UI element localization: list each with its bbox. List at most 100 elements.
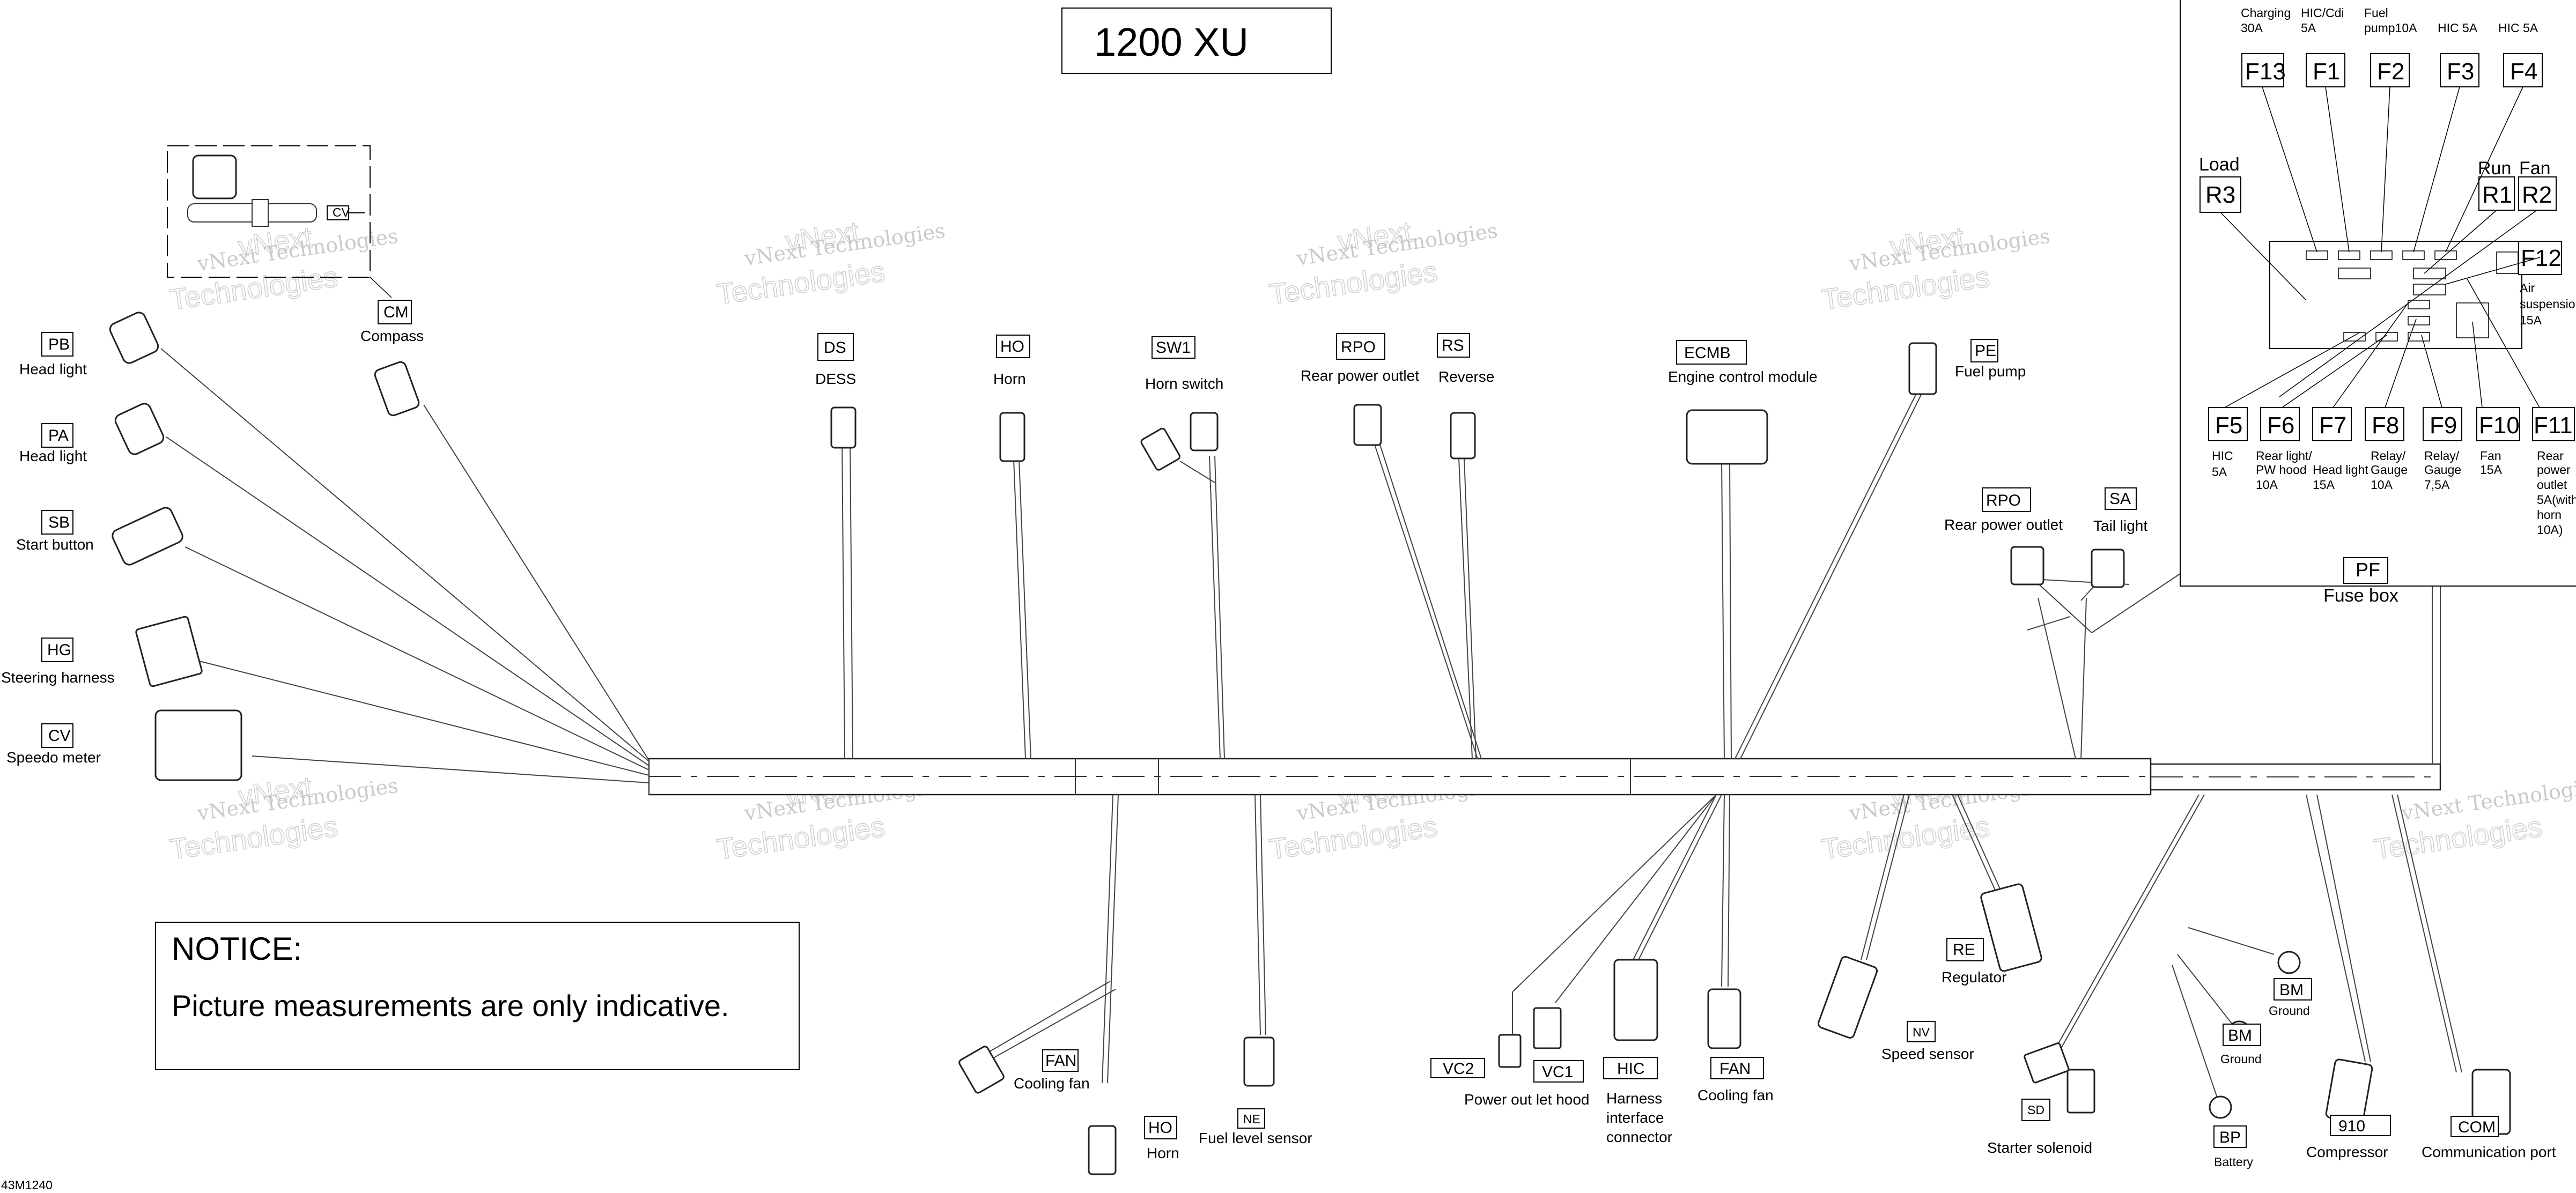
fuse-f6: F6 <box>2267 412 2294 439</box>
fuse-f10-desc-line2: 15A <box>2480 463 2503 477</box>
fuse-f10: F10 <box>2479 412 2520 439</box>
relay-r1: R1 <box>2482 182 2512 208</box>
label-ds: DESS <box>815 371 856 387</box>
notice-text: Picture measurements are only indicative… <box>172 989 729 1022</box>
fuse-f8-desc-line3: 10A <box>2371 478 2393 492</box>
fuse-f5: F5 <box>2215 412 2242 439</box>
connector-fan-bottom-icon <box>958 1046 1005 1094</box>
label-bp: Battery <box>2214 1155 2253 1169</box>
code-bm1: BM <box>2279 981 2304 999</box>
fuse-f9-desc-line2: Gauge <box>2424 463 2461 477</box>
code-vc2: VC2 <box>1443 1060 1474 1078</box>
label-pb: Head light <box>19 361 87 377</box>
code-pb: PB <box>48 336 70 353</box>
connector-sb-icon <box>112 507 183 566</box>
connector-sa-icon <box>2091 549 2125 588</box>
connector-ecmb-icon <box>1686 409 1768 465</box>
label-cm: Compass <box>360 328 424 344</box>
wires <box>160 348 2462 1100</box>
code-bp: BP <box>2219 1129 2241 1146</box>
fuse-f1-desc-line1: HIC/Cdi <box>2301 6 2344 20</box>
left-labels: PB Head light PA Head light SB Start but… <box>1 300 424 766</box>
code-vc1: VC1 <box>1542 1063 1573 1081</box>
connector-sd-icon <box>2024 1042 2070 1084</box>
connector-vc2-icon <box>1498 1034 1522 1068</box>
fuse-f3-desc: HIC 5A <box>2438 21 2478 35</box>
connector-pb-icon <box>109 312 159 364</box>
fuse-f6-desc-line3: 10A <box>2256 478 2278 492</box>
connector-rs-icon <box>1450 412 1476 460</box>
fuse-f8-desc-line2: Gauge <box>2371 463 2408 477</box>
label-re: Regulator <box>1942 969 2006 985</box>
label-rpo-right: Rear power outlet <box>1944 516 2063 533</box>
code-910: 910 <box>2338 1117 2365 1135</box>
code-sb: SB <box>48 514 70 531</box>
code-pa: PA <box>48 427 69 444</box>
connector-ds-icon <box>830 406 857 449</box>
fuse-f9-desc-line3: 7,5A <box>2424 478 2450 492</box>
label-hic-line2: interface <box>1606 1109 1664 1126</box>
connector-hic-icon <box>1613 959 1658 1041</box>
relay-r3: R3 <box>2205 182 2235 208</box>
connector-vc1-icon <box>1533 1007 1562 1049</box>
fuse-f6-desc-line1: Rear light/ <box>2256 449 2312 463</box>
relay-r2-desc: Fan <box>2519 158 2551 179</box>
connector-rpo-right-icon <box>2010 546 2044 586</box>
connector-glyphs <box>109 312 2511 1175</box>
fuse-f13: F13 <box>2245 58 2286 85</box>
code-pf: PF <box>2356 559 2380 581</box>
fuse-f9: F9 <box>2430 412 2457 439</box>
watermark-text: Technologies <box>715 255 887 310</box>
code-rpo-right: RPO <box>1986 492 2021 509</box>
fuse-box-panel: Charging 30A F13 HIC/Cdi 5A F1 Fuel pump… <box>2180 0 2576 587</box>
label-com: Communication port <box>2422 1144 2556 1160</box>
label-sa: Tail light <box>2093 517 2147 534</box>
connector-ne-icon <box>1243 1036 1275 1087</box>
fuse-f12-desc-line2: suspension <box>2520 297 2576 311</box>
figure-id: 43M1240 <box>1 1178 53 1192</box>
connector-re-icon <box>1980 883 2042 972</box>
title-box <box>1061 8 1332 74</box>
connector-cv-icon <box>154 709 242 781</box>
connector-ho-icon <box>999 412 1025 462</box>
fuse-f11-desc-line4: 5A(with <box>2537 493 2576 507</box>
fuse-f12-desc-line1: Air <box>2520 281 2535 295</box>
code-fan-mid: FAN <box>1719 1060 1751 1078</box>
label-910: Compressor <box>2306 1144 2388 1160</box>
label-sd: Starter solenoid <box>1987 1139 2092 1156</box>
inset-connector-icon <box>192 154 237 199</box>
fuse-f8-desc-line1: Relay/ <box>2371 449 2406 463</box>
label-vc: Power out let hood <box>1464 1091 1590 1108</box>
label-sw1: Horn switch <box>1145 375 1223 392</box>
code-hic: HIC <box>1617 1060 1645 1078</box>
code-pe: PE <box>1975 342 1996 360</box>
code-sw1: SW1 <box>1156 339 1191 357</box>
fuse-f2: F2 <box>2377 58 2404 85</box>
connector-sd2-icon <box>2066 1069 2095 1114</box>
label-pf: Fuse box <box>2323 586 2398 606</box>
code-com: COM <box>2458 1118 2496 1136</box>
fuse-f3: F3 <box>2447 58 2474 85</box>
connector-ho-bottom-icon <box>1088 1125 1117 1175</box>
bottom-labels: FAN Cooling fan HO Horn NE Fuel level se… <box>1014 938 2556 1169</box>
fuse-f7-desc-line1: Head light <box>2313 463 2368 477</box>
label-rpo-top: Rear power outlet <box>1301 367 1419 384</box>
connector-pe-icon <box>1908 342 1937 395</box>
fuse-f11: F11 <box>2534 412 2573 439</box>
code-re: RE <box>1953 941 1975 959</box>
connector-nv-icon <box>1817 956 1878 1039</box>
code-fan-bottom: FAN <box>1045 1052 1076 1070</box>
label-bm2: Ground <box>2220 1052 2262 1066</box>
label-ho-bottom: Horn <box>1147 1145 1179 1161</box>
relay-r3-desc: Load <box>2199 154 2240 175</box>
fuse-f7-desc-line2: 15A <box>2313 478 2335 492</box>
code-bm2: BM <box>2228 1027 2252 1044</box>
label-fan-mid: Cooling fan <box>1697 1087 1774 1103</box>
main-harness-trunk <box>648 758 2441 796</box>
fuse-f10-desc-line1: Fan <box>2480 449 2501 463</box>
page-title: 1200 XU <box>1094 20 1249 64</box>
fuse-f5-desc-line2: 5A <box>2212 465 2227 479</box>
watermark-text: Technologies <box>1267 810 1440 865</box>
notice-heading: NOTICE: <box>172 931 302 967</box>
watermark-text: Technologies <box>168 261 340 316</box>
